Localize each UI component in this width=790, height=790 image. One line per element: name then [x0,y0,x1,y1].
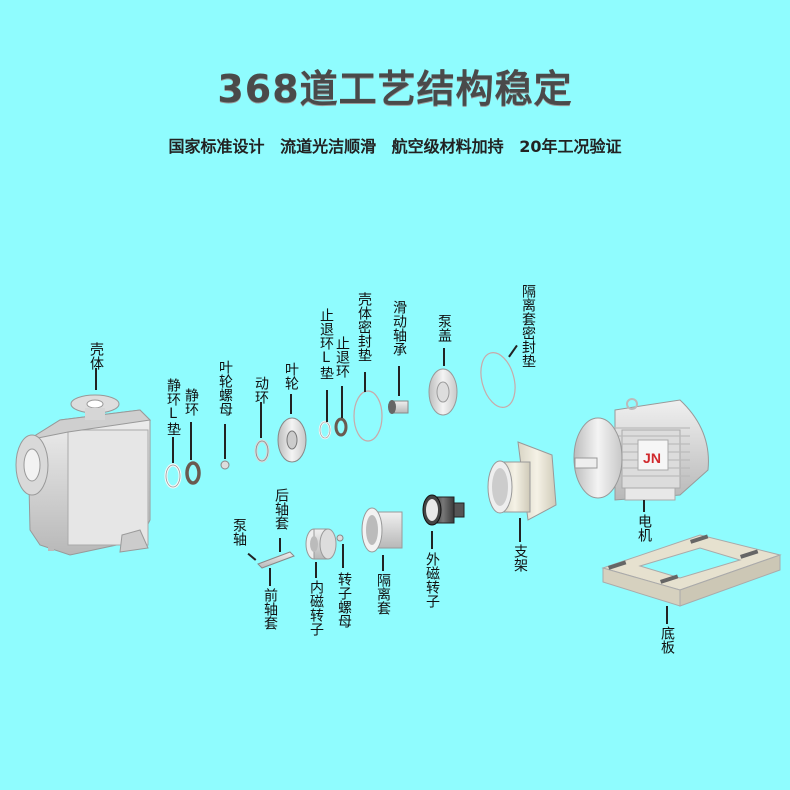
label-sliding-bearing: 滑动轴承 [391,300,407,356]
label-impeller-nut: 叶轮螺母 [217,360,233,416]
label-stop-ring-l-gasket: 止退环L垫 [318,308,334,380]
static-ring-part [185,461,201,485]
leader-rotor-nut [342,544,344,568]
label-motor: 电机 [636,514,652,542]
feature-3: 航空级材料加持 [391,137,504,156]
leader-casing [95,368,97,390]
base-plate-part [601,534,782,607]
leader-pump-cover [443,348,445,366]
leader-casing-seal-gasket [364,372,366,392]
feature-4: 20年工况验证 [519,137,622,156]
label-bracket: 支架 [512,544,528,572]
rotor-nut-part [336,534,344,542]
label-stop-ring: 止退环 [334,336,350,378]
feature-2: 流道光洁顺滑 [280,137,377,156]
leader-impeller-nut [224,424,226,459]
label-static-ring: 静环 [183,388,199,416]
label-casing: 壳体 [88,342,104,370]
leader-isolation-sleeve [382,555,384,571]
label-base-plate: 底板 [659,626,675,654]
leader-static-ring-l-gasket [172,437,174,463]
dynamic-ring-part [254,439,270,463]
label-casing-seal-gasket: 壳体密封垫 [356,292,372,362]
leader-static-ring [190,422,192,460]
label-rear-shaft-sleeve: 后轴套 [273,488,289,530]
label-isolation-sleeve-seal-gasket: 隔离套密封垫 [520,284,536,368]
isolation-sleeve-part [361,507,403,553]
impeller-nut-part [220,460,230,470]
casing-seal-gasket-part [353,390,383,442]
leader-dynamic-ring [260,402,262,438]
sliding-bearing-part [388,400,409,414]
motor-part [573,398,709,501]
leader-outer-magnetic-rotor [431,531,433,549]
leader-impeller [290,394,292,414]
label-inner-magnetic-rotor: 内磁转子 [308,580,324,636]
subtitle-features: 国家标准设计 流道光洁顺滑 航空级材料加持 20年工况验证 [0,133,790,157]
leader-base-plate [666,606,668,624]
stop-ring-part [334,417,348,437]
label-rotor-nut: 转子螺母 [336,572,352,628]
leader-stop-ring-l-gasket [326,390,328,422]
leader-front-shaft-sleeve [269,568,271,586]
label-dynamic-ring: 动环 [253,376,269,404]
outer-magnetic-rotor-part [422,494,465,526]
inner-magnetic-rotor-part [305,528,337,560]
page-title: 368道工艺结构稳定 [217,67,573,111]
leader-bracket [519,518,521,542]
label-pump-shaft: 泵轴 [231,518,247,546]
leader-rear-shaft-sleeve [279,538,281,552]
label-impeller: 叶轮 [283,362,299,390]
label-pump-cover: 泵盖 [436,314,452,342]
label-static-ring-l-gasket: 静环L垫 [165,378,181,436]
leader-sliding-bearing [398,366,400,396]
casing-part [15,394,152,556]
label-front-shaft-sleeve: 前轴套 [262,588,278,630]
leader-motor [643,500,645,512]
motor-brand-badge: JN [643,450,661,466]
isolation-sleeve-seal-gasket-part [480,352,516,408]
static-ring-l-gasket-part [164,463,182,489]
impeller-part [277,417,307,463]
bracket-part [487,441,557,521]
feature-1: 国家标准设计 [168,137,265,156]
label-outer-magnetic-rotor: 外磁转子 [424,552,440,608]
label-isolation-sleeve: 隔离套 [375,573,391,615]
stop-ring-l-gasket-part [318,420,332,440]
leader-stop-ring [341,386,343,418]
leader-inner-magnetic-rotor [315,562,317,578]
pump-cover-part [428,368,458,416]
pump-shaft-part [257,551,295,569]
